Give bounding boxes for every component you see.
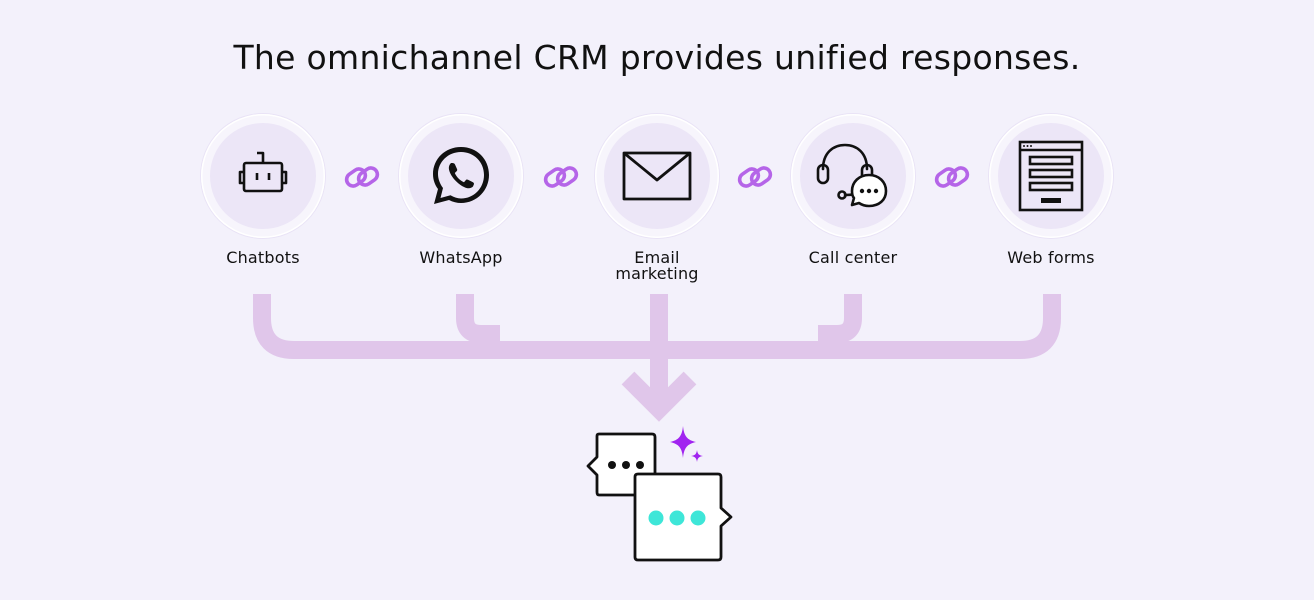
channel-circle xyxy=(201,114,325,238)
channel-circle xyxy=(595,114,719,238)
channel-label: Email marketing xyxy=(587,250,727,282)
channel-circle xyxy=(791,114,915,238)
channel-label: WhatsApp xyxy=(419,248,503,267)
channel-label: Call center xyxy=(808,248,898,267)
channel-whatsapp: WhatsApp xyxy=(391,114,531,266)
channel-chatbots: Chatbots xyxy=(193,114,333,266)
headset-chat-icon xyxy=(816,143,888,208)
unified-chat-bubbles-icon xyxy=(586,426,733,562)
channel-web-forms: Web forms xyxy=(981,114,1121,266)
channel-circle xyxy=(399,114,523,238)
link-icon xyxy=(934,166,970,188)
page-title: The omnichannel CRM provides unified res… xyxy=(233,38,1081,77)
link-icon xyxy=(543,166,579,188)
channel-label-line: Email xyxy=(634,248,680,267)
channel-label: Chatbots xyxy=(226,248,300,267)
channel-call-center: Call center xyxy=(783,114,923,266)
channel-circle xyxy=(989,114,1113,238)
link-icon xyxy=(344,166,380,188)
channel-label-line: marketing xyxy=(615,264,699,283)
web-form-icon xyxy=(1018,140,1084,212)
robot-icon xyxy=(238,151,288,193)
whatsapp-icon xyxy=(433,147,489,204)
link-icon xyxy=(737,166,773,188)
envelope-icon xyxy=(622,151,692,201)
channel-label: Web forms xyxy=(1007,248,1095,267)
channel-email-marketing: Email marketing xyxy=(587,114,727,282)
sparkle-icon xyxy=(670,426,703,462)
